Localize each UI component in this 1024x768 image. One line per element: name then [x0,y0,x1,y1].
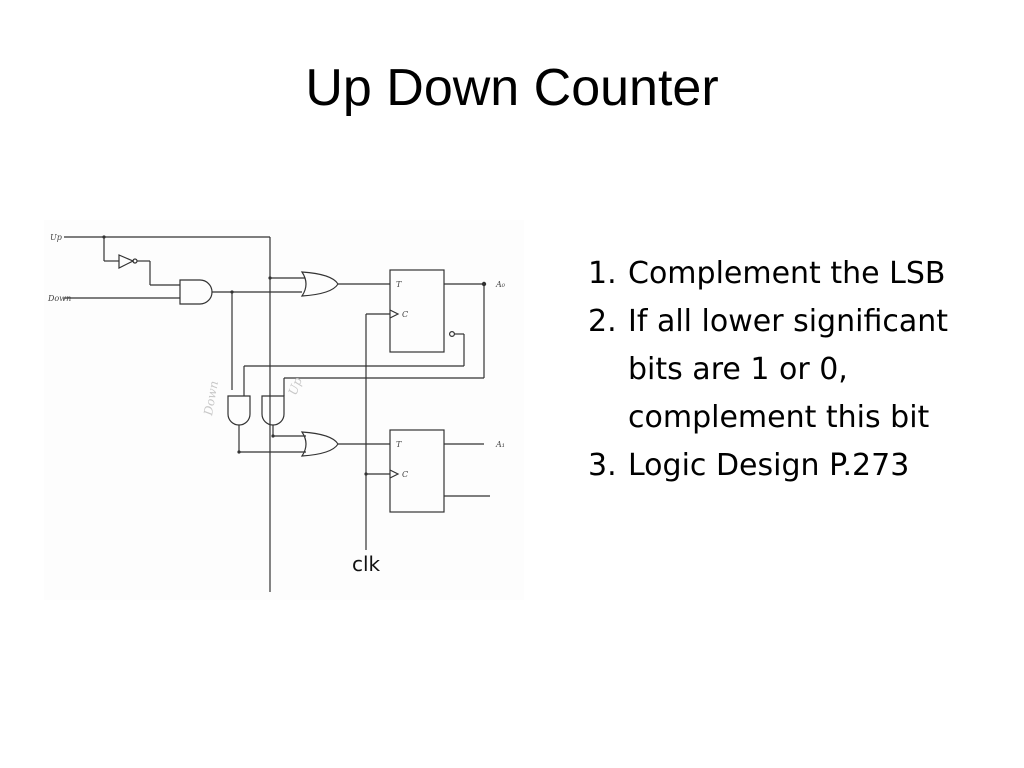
inverter-gate [118,254,135,269]
ff1-c-pin: C [402,310,408,319]
step-item: 2. If all lower significant bits are 1 o… [588,298,1008,442]
handwritten-down-note: Down [201,380,221,418]
and-gate-2 [227,395,251,426]
ff1-t-pin: T [396,280,402,289]
and-gate-3 [261,395,285,426]
step-text: If all lower significant bits are 1 or 0… [628,304,948,435]
step-number: 2. [588,304,617,339]
or-gate-1 [300,271,339,297]
slide-title: Up Down Counter [305,59,719,117]
handwritten-up-note: Up [286,375,305,397]
ff2-t-pin: T [396,440,402,449]
steps-list: 1. Complement the LSB 2. If all lower si… [588,250,1008,490]
and-gate-1 [179,279,213,305]
step-number: 3. [588,448,617,483]
step-text: Logic Design P.273 [628,448,910,483]
step-item: 3. Logic Design P.273 [588,442,1008,490]
step-item: 1. Complement the LSB [588,250,1008,298]
a1-output-label: A₁ [495,440,505,449]
or-gate-2 [300,431,339,457]
step-number: 1. [588,256,617,291]
step-text: Complement the LSB [628,256,946,291]
circuit-diagram: Up Down A₀ A₁ T C T C Down Up [44,220,524,600]
down-input-label: Down [47,294,71,303]
ff2-c-pin: C [402,470,408,479]
flipflop-2 [389,429,445,513]
flipflop-1 [389,269,445,353]
a0-output-label: A₀ [495,280,506,289]
clock-label: clk [352,552,381,576]
circuit-svg: Up Down A₀ A₁ T C T C Down Up [47,233,506,592]
up-input-label: Up [50,233,62,242]
